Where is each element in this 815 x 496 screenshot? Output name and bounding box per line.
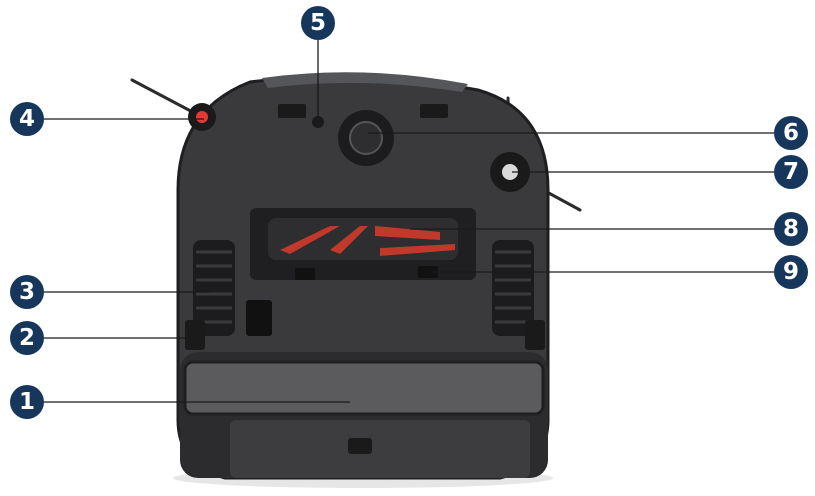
mop-pad <box>183 360 545 416</box>
brush-blade-3 <box>375 226 440 240</box>
callout-6: 6 <box>774 116 808 150</box>
brush-blade-1 <box>280 226 340 254</box>
cliff-sensor-right <box>420 104 448 118</box>
callout-7: 7 <box>774 155 808 189</box>
callout-1: 1 <box>10 385 44 419</box>
charging-contact-right <box>525 320 545 350</box>
callout-5: 5 <box>301 6 335 40</box>
callout-9: 9 <box>774 255 808 289</box>
callout-2: 2 <box>10 321 44 355</box>
battery-cover-latch <box>246 300 272 336</box>
brush-latch-left <box>295 268 315 280</box>
leader-lines <box>44 40 774 403</box>
brush-blade-4 <box>380 244 455 256</box>
brush-blade-2 <box>330 226 368 254</box>
floor-sensor <box>312 116 324 128</box>
charging-contact-left <box>185 320 205 350</box>
tank-latch <box>348 438 372 454</box>
callout-3: 3 <box>10 275 44 309</box>
cliff-sensor-left <box>278 104 306 118</box>
water-tank <box>230 420 530 478</box>
side-brush-right-center <box>502 164 518 180</box>
callout-4: 4 <box>10 102 44 136</box>
caster-wheel <box>349 121 383 155</box>
side-brush-left-center <box>196 111 208 123</box>
drive-wheel-right-tread <box>495 250 531 324</box>
brush-latch-right <box>418 266 438 278</box>
callout-8: 8 <box>774 212 808 246</box>
drive-wheel-left <box>193 240 235 336</box>
front-bumper <box>262 72 468 92</box>
drive-wheel-right <box>492 240 534 336</box>
